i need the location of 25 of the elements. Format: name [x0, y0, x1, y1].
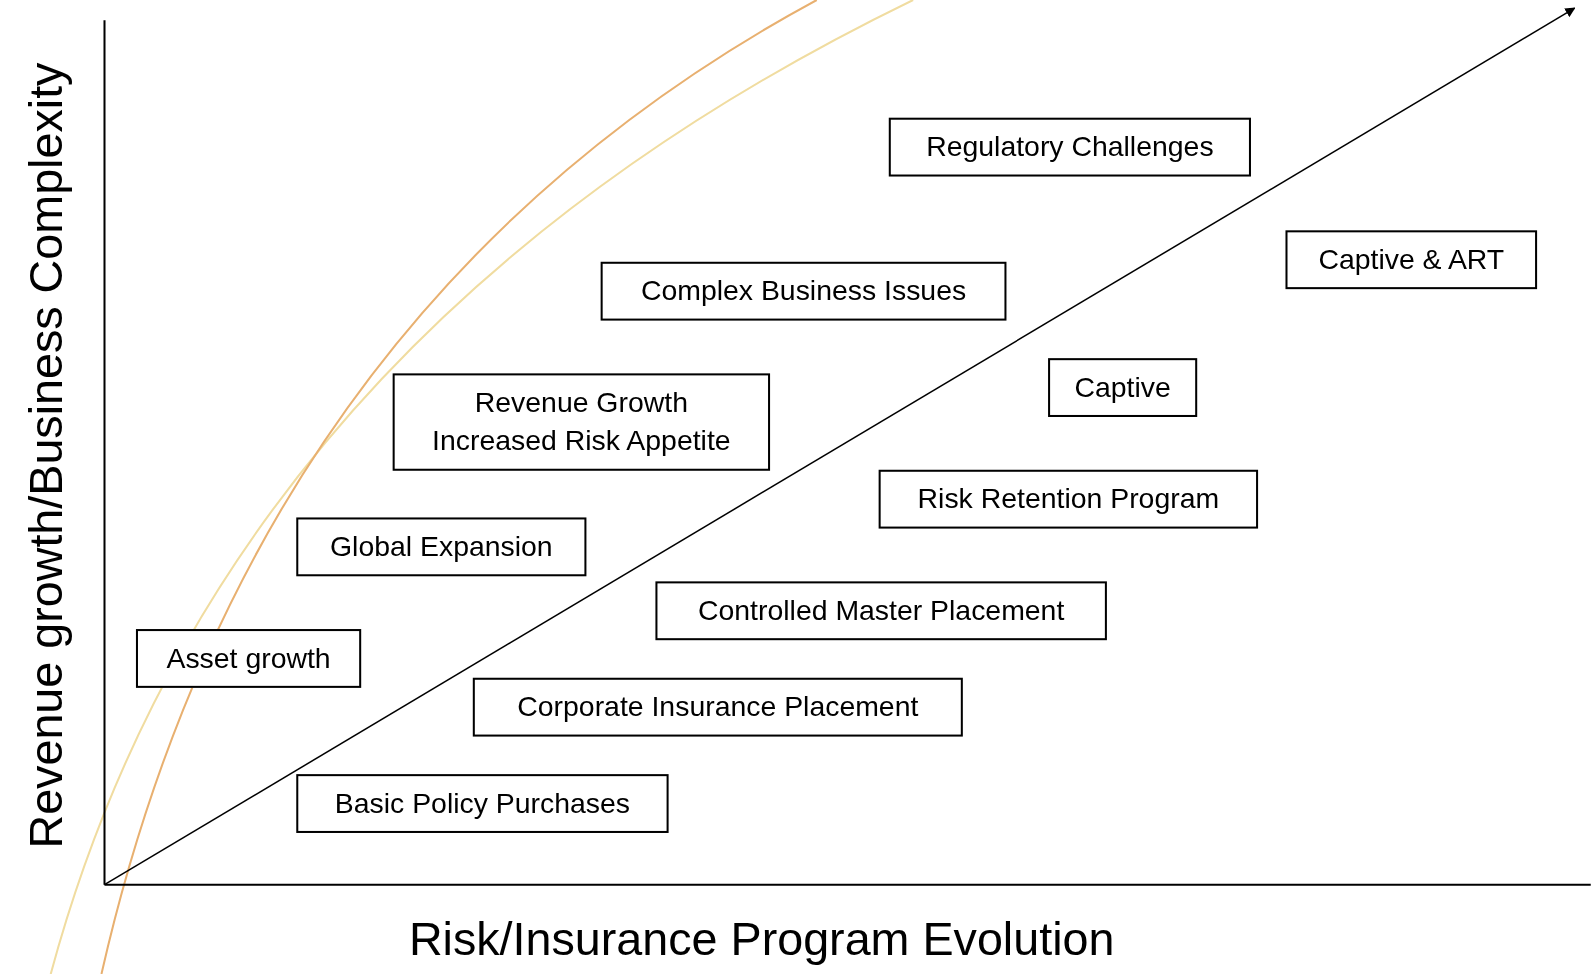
box-text: Complex Business Issues: [640, 273, 967, 309]
label-box: [472, 677, 963, 737]
box-text: Captive & ART: [1318, 242, 1505, 277]
box-text: Increased Risk Appetite: [432, 424, 731, 459]
box-text: Risk Retention Program: [917, 481, 1220, 517]
label-box: [296, 517, 587, 577]
label-box: [600, 261, 1007, 321]
label-box: [655, 581, 1107, 641]
label-box: [888, 117, 1251, 177]
box-text: Revenue Growth: [474, 385, 688, 420]
box-text: Corporate Insurance Placement: [517, 689, 919, 725]
box-text: Controlled Master Placement: [698, 593, 1065, 628]
label-box: [1285, 230, 1538, 290]
label-box: [135, 629, 362, 688]
box-text: Global Expansion: [330, 529, 553, 565]
label-box: [1048, 358, 1198, 417]
label-box: [296, 774, 669, 833]
box-text: Asset growth: [166, 641, 331, 676]
box-text: Regulatory Challenges: [926, 129, 1214, 165]
label-box: [392, 373, 771, 471]
box-text: Captive: [1074, 370, 1171, 405]
x-axis-title: Risk/Insurance Program Evolution: [408, 911, 1115, 966]
y-axis-title: Revenue growth/Business Complexity: [18, 61, 74, 851]
box-text: Basic Policy Purchases: [334, 786, 631, 821]
label-box: [878, 469, 1259, 529]
